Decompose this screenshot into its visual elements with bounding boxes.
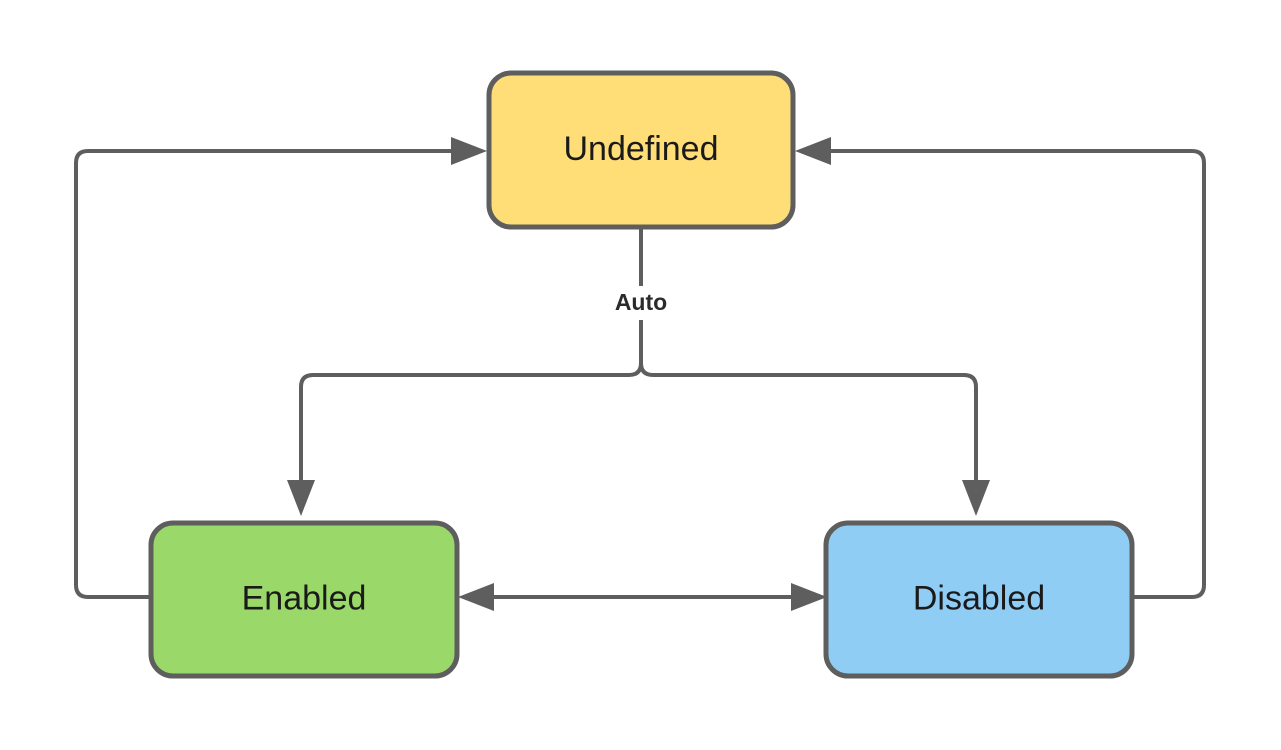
node-disabled-shape[interactable] <box>823 520 1135 679</box>
arrowhead-into-enabled-top <box>287 480 315 516</box>
edge-enabled-disabled-bidirectional[interactable] <box>458 583 827 611</box>
edge-disabled-to-undefined[interactable] <box>795 137 1206 599</box>
edge-path-disabled-to-undefined <box>830 149 1206 599</box>
node-enabled-shape[interactable] <box>148 520 460 679</box>
arrowhead-into-disabled-left <box>791 583 827 611</box>
node-undefined-shape[interactable] <box>486 70 796 230</box>
edge-path-auto-to-disabled <box>639 362 978 481</box>
node-enabled[interactable]: Enabled <box>148 520 460 679</box>
edge-label-backdrop <box>592 286 691 320</box>
arrowhead-into-undefined-left <box>451 137 487 165</box>
node-disabled-label: Disabled <box>913 579 1045 617</box>
edge-path-enabled-to-undefined <box>74 149 452 599</box>
arrowhead-into-undefined-right <box>795 137 831 165</box>
node-enabled-label: Enabled <box>242 579 367 617</box>
node-disabled[interactable]: Disabled <box>823 520 1135 679</box>
edge-undefined-auto-split[interactable]: Auto <box>287 227 990 516</box>
edge-label-auto: Auto <box>615 289 667 315</box>
node-undefined[interactable]: Undefined <box>486 70 796 230</box>
arrowhead-into-enabled-right <box>458 583 494 611</box>
arrowhead-into-disabled-top <box>962 480 990 516</box>
edge-enabled-to-undefined[interactable] <box>74 137 487 599</box>
edge-path-auto-to-enabled <box>299 227 643 481</box>
node-undefined-label: Undefined <box>563 130 718 168</box>
